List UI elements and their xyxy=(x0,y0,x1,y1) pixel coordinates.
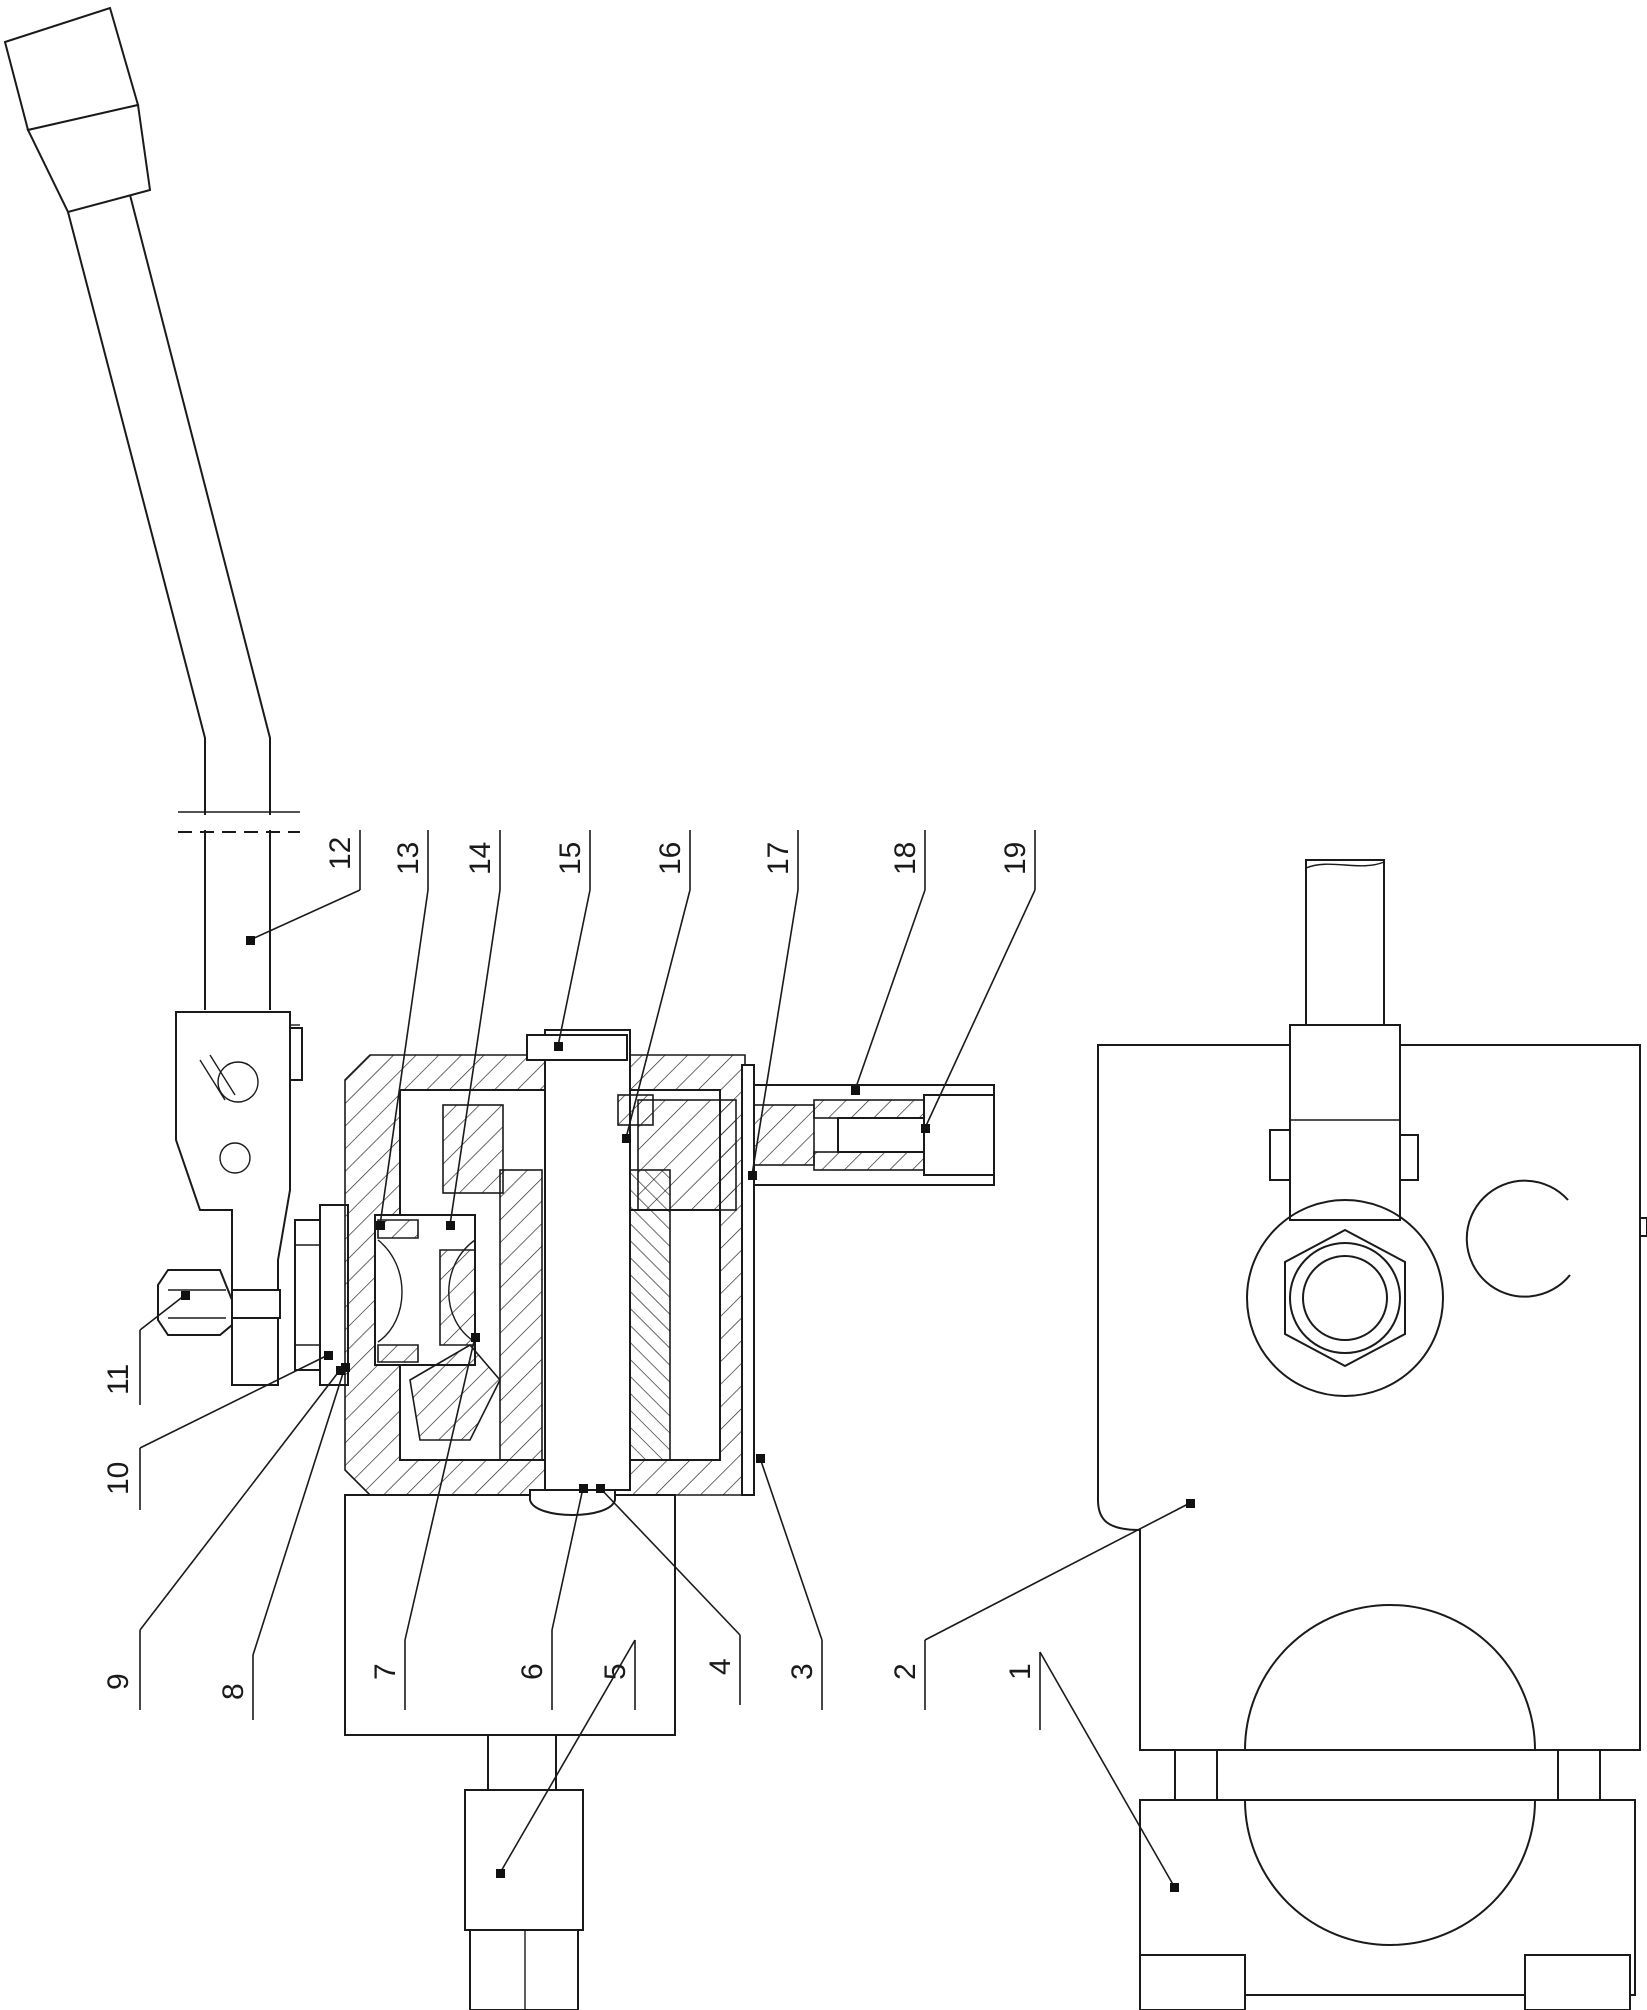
tube-18 xyxy=(753,1084,995,1186)
callout-8: 8 xyxy=(217,1683,250,1700)
callout-11: 11 xyxy=(102,1364,135,1395)
lower-block xyxy=(344,1494,676,1736)
callout-17: 17 xyxy=(762,842,795,875)
side-clevis xyxy=(1289,1024,1401,1221)
callout-3: 3 xyxy=(786,1663,819,1680)
callout-9: 9 xyxy=(102,1673,135,1690)
callout-6: 6 xyxy=(516,1663,549,1680)
cover-plate-3 xyxy=(741,1064,755,1496)
callout-group: 1 2 3 4 5 6 7 8 xyxy=(102,830,1195,1892)
callout-10: 10 xyxy=(102,1462,135,1495)
callout-12: 12 xyxy=(324,837,357,870)
callout-15: 15 xyxy=(554,842,587,875)
shaft-15 xyxy=(544,1029,631,1491)
side-view xyxy=(1097,859,1647,2010)
bolt-5 xyxy=(464,1789,584,1931)
lever-handle xyxy=(3,6,303,1386)
callout-4: 4 xyxy=(704,1658,737,1675)
callout-14: 14 xyxy=(464,842,497,875)
callout-1: 1 xyxy=(1004,1663,1037,1680)
callout-13: 13 xyxy=(392,842,425,875)
callout-5: 5 xyxy=(599,1663,632,1680)
callout-7: 7 xyxy=(369,1663,402,1680)
callout-19: 19 xyxy=(999,842,1032,875)
callout-2: 2 xyxy=(889,1663,922,1680)
callout-16: 16 xyxy=(654,842,687,875)
nut-11 xyxy=(157,1269,281,1336)
callout-18: 18 xyxy=(889,842,922,875)
housing-section xyxy=(344,1029,755,2010)
handle-grip xyxy=(26,103,152,214)
